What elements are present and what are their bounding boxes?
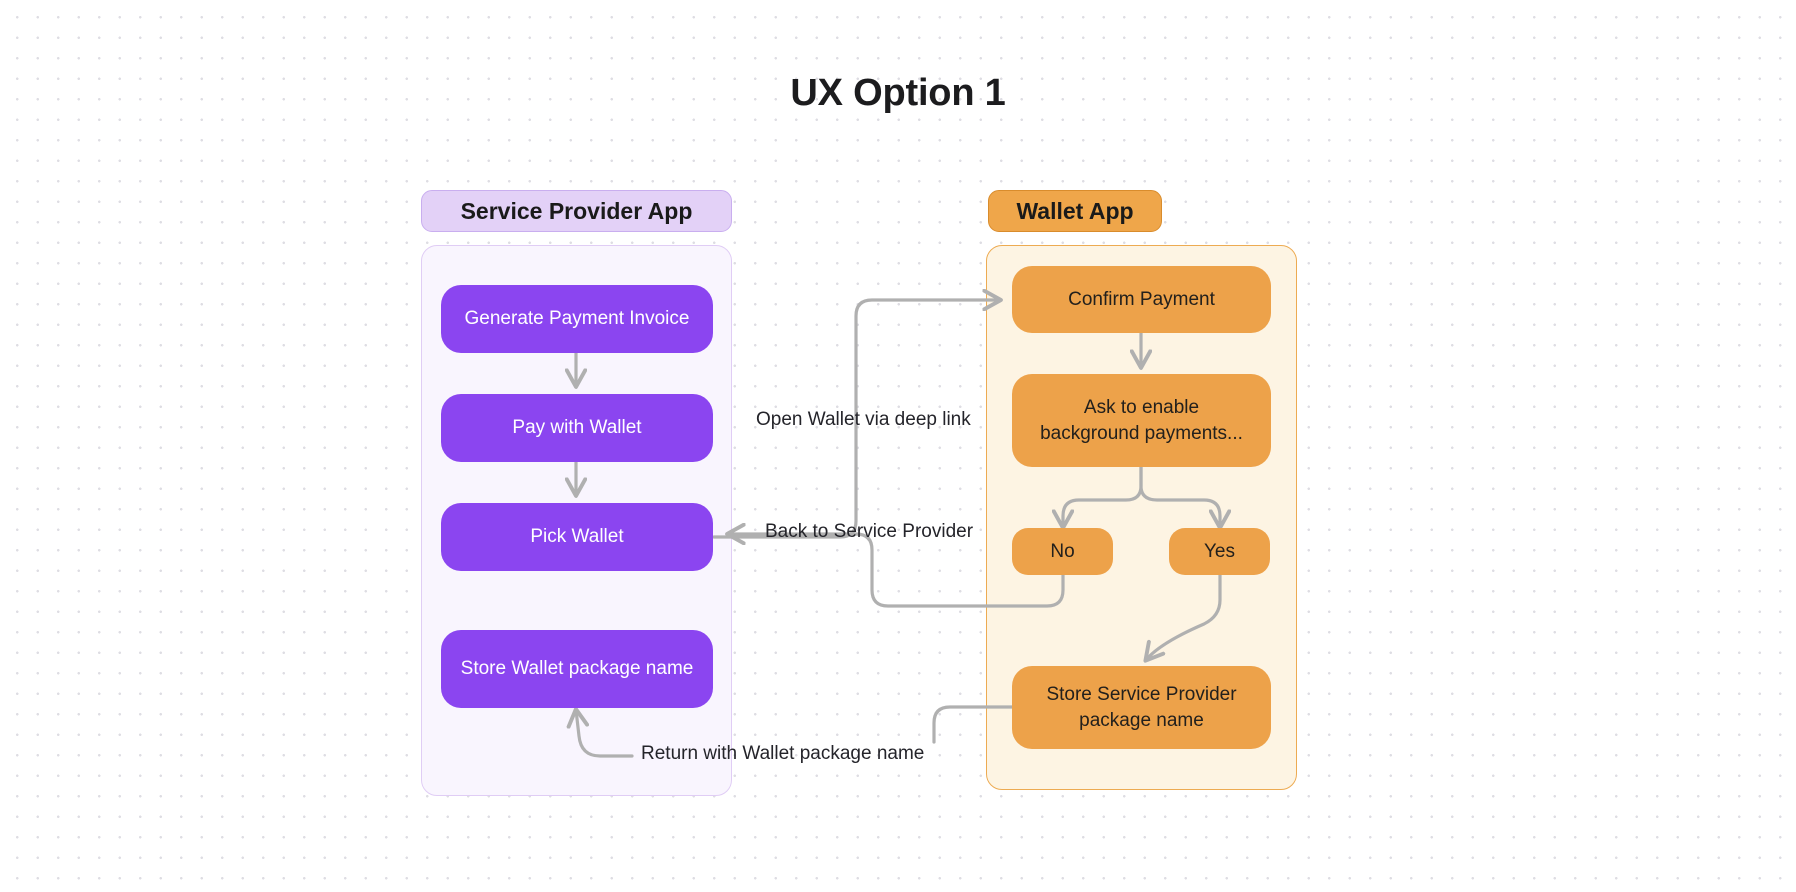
node-ask-enable-background-payments-label: Ask to enable background payments...	[1040, 397, 1243, 444]
node-pick-wallet-label: Pick Wallet	[530, 526, 624, 548]
node-ask-enable-background-payments[interactable]: Ask to enable background payments...	[1012, 374, 1271, 467]
edge-label-back-to-service-provider: Back to Service Provider	[765, 521, 974, 542]
lane-header-wallet-label: Wallet App	[1016, 197, 1134, 224]
node-confirm-payment[interactable]: Confirm Payment	[1012, 266, 1271, 333]
node-store-service-provider-package-name[interactable]: Store Service Provider package name	[1012, 666, 1271, 749]
node-store-wallet-package-name[interactable]: Store Wallet package name	[441, 630, 713, 708]
node-generate-payment-invoice-label: Generate Payment Invoice	[464, 308, 690, 330]
node-branch-yes-label: Yes	[1204, 540, 1235, 562]
node-store-service-provider-package-name-label: Store Service Provider package name	[1046, 684, 1237, 731]
node-pay-with-wallet[interactable]: Pay with Wallet	[441, 394, 713, 462]
lane-header-wallet: Wallet App	[988, 190, 1162, 232]
node-branch-no-label: No	[1050, 540, 1075, 562]
node-pay-with-wallet-label: Pay with Wallet	[512, 417, 642, 439]
node-confirm-payment-label: Confirm Payment	[1068, 288, 1215, 310]
edge-label-return-with-wallet-package-name: Return with Wallet package name	[641, 743, 925, 764]
node-pick-wallet[interactable]: Pick Wallet	[441, 503, 713, 571]
node-branch-yes[interactable]: Yes	[1169, 528, 1270, 575]
lane-header-service-provider: Service Provider App	[421, 190, 732, 232]
edge-label-open-wallet-deep-link: Open Wallet via deep link	[756, 409, 971, 430]
page-title: UX Option 1	[790, 72, 1006, 114]
node-store-wallet-package-name-label: Store Wallet package name	[460, 658, 694, 680]
node-generate-payment-invoice[interactable]: Generate Payment Invoice	[441, 285, 713, 353]
node-branch-no[interactable]: No	[1012, 528, 1113, 575]
lane-header-service-provider-label: Service Provider App	[460, 197, 693, 224]
